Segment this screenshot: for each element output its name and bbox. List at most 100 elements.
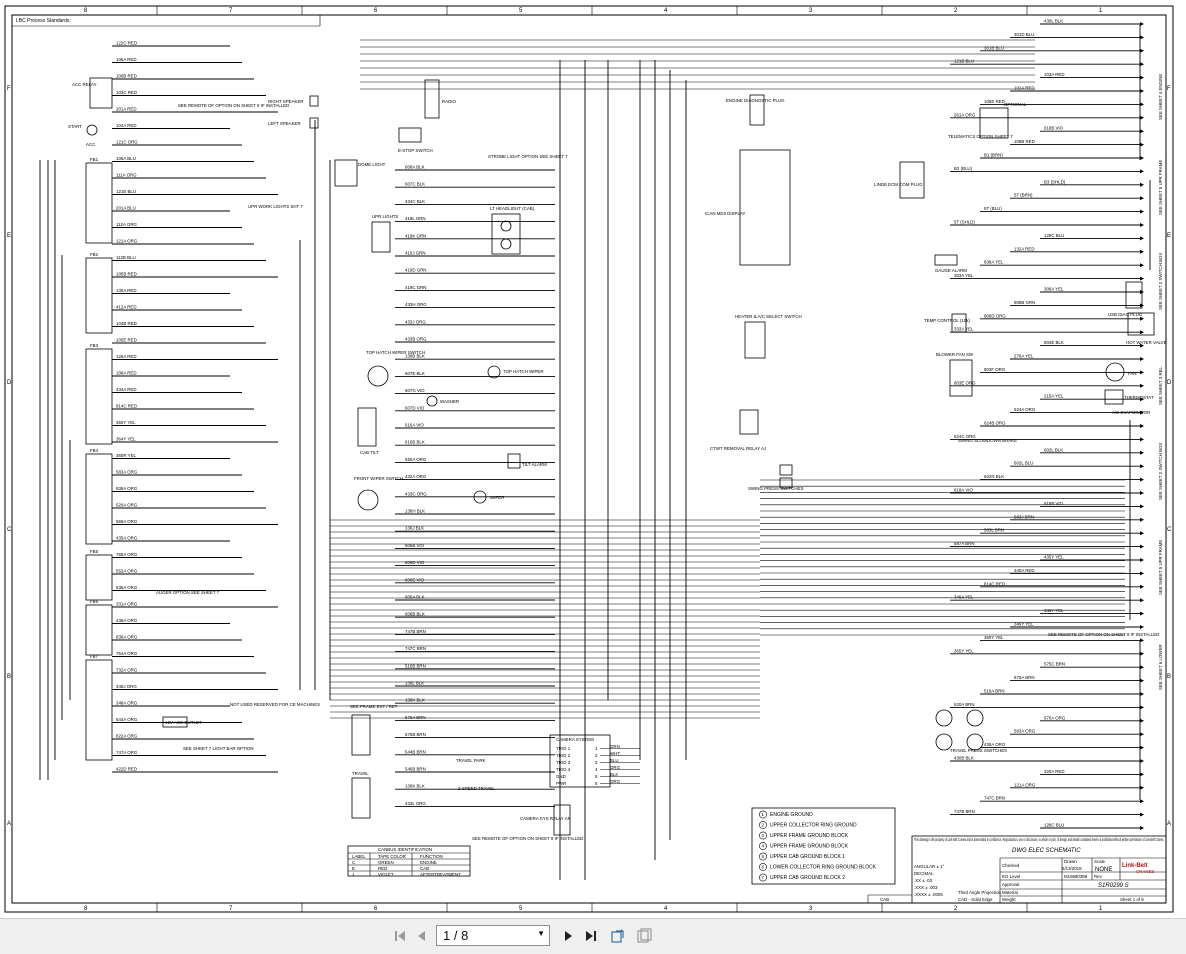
next-page-button[interactable] [560, 928, 576, 944]
acc-relay: ACC RELAY [72, 77, 113, 109]
canbus-cell: C [352, 860, 355, 865]
schematic-svg: LBC Process Standards: 8877665544332211 … [4, 5, 1174, 913]
svg-text:CAMERA SYSTEM: CAMERA SYSTEM [556, 737, 594, 742]
zone-column-label: 7 [229, 906, 233, 912]
ground-number: 3 [762, 833, 765, 838]
wire-label: 616B BLK [405, 440, 425, 445]
wire-label: 544B BRN [405, 749, 426, 754]
wire-label: 546B BRN [405, 767, 426, 772]
svg-text:HOT WATER VALVE: HOT WATER VALVE [1126, 340, 1167, 345]
wire-label: 122C RED [116, 41, 137, 46]
light-bar-option: SEE SHEET 7 LIGHT BAR OPTION [183, 746, 254, 751]
svg-text:.XX ± .03: .XX ± .03 [914, 878, 933, 883]
camera-pin-number: 4 [595, 767, 598, 772]
wire-arrow [1140, 504, 1144, 509]
wire-label: 360Y YEL [984, 635, 1004, 640]
wire-arrow [1140, 263, 1144, 268]
wire-label: 583A ORG [116, 470, 138, 475]
wire-arrow [1140, 611, 1144, 616]
ground-number-circle [759, 821, 767, 829]
engine-diagnostic-plug: ENGINE DIAGNOSTIC PLUG [726, 94, 785, 126]
wire-label: 419J GRN [405, 251, 426, 256]
wire-label: 303A YEL [954, 273, 974, 278]
wire-arrow [1140, 397, 1144, 402]
previous-page-icon [418, 931, 425, 941]
svg-text:2-SPEED TRAVEL: 2-SPEED TRAVEL [458, 786, 495, 791]
camera-pin-label: PWR [556, 781, 566, 786]
fuse-block-fb7: FB7 [85, 654, 113, 761]
wire-label: 5T (SHLD) [954, 220, 975, 225]
page-view-button[interactable] [636, 928, 652, 944]
wire-label: 602N BLK [984, 474, 1004, 479]
wire-label: 747C BRN [405, 646, 426, 651]
right-speaker: RIGHT SPEAKER [268, 95, 319, 107]
svg-text:THERMOSTAT: THERMOSTAT [1124, 395, 1154, 400]
wire-label: 346A YEL [954, 595, 974, 600]
svg-text:STROBE LIGHT OPTION SEE SHEET: STROBE LIGHT OPTION SEE SHEET 7 [488, 154, 568, 159]
wire-label: 552A ORG [116, 569, 138, 574]
wire-label: 836A ORG [116, 486, 138, 491]
svg-text:TEMP CONTROL (10k): TEMP CONTROL (10k) [924, 318, 970, 323]
wire-arrow [1140, 89, 1144, 93]
wire-label: 419C GRN [405, 285, 426, 290]
canbus-cell: J [352, 872, 354, 877]
drawn-date: 5/13/2019 [1062, 866, 1082, 871]
canbus-header: TAPE COLOR [378, 854, 406, 859]
telematics-option: TELEMATICS OPTION SHEET 7 OPTIONAL [948, 102, 1027, 139]
last-page-button[interactable] [583, 928, 599, 944]
lt-headlight: LT HEADLIGHT (CAB) [490, 206, 535, 255]
svg-text:SEE REMOTE OF OPTION ON SHEET: SEE REMOTE OF OPTION ON SHEET 8 IF INSTA… [472, 836, 583, 841]
camera-wire-color: BLK [610, 772, 618, 777]
scale-value: NONE [1095, 867, 1112, 873]
svg-text:Approval: Approval [1002, 882, 1019, 887]
wire-label: 808B GRN [1014, 300, 1035, 305]
wire-arrow [1140, 169, 1144, 174]
wire-arrow [1140, 316, 1144, 321]
rotate-page-button[interactable] [610, 928, 626, 944]
wire-label: 803F ORG [984, 367, 1006, 372]
svg-text:DECIMAL: DECIMAL [914, 871, 934, 876]
wire-arrow [1140, 544, 1144, 549]
svg-text:FAN: FAN [1128, 371, 1137, 376]
wire-label: 565A ORG [116, 519, 138, 524]
cab-label: CAB [880, 897, 889, 902]
drawing-title: DWG ELEC SCHEMATIC [1012, 848, 1081, 854]
svg-text:A/C EVAPORATOR: A/C EVAPORATOR [1112, 410, 1150, 415]
first-page-button[interactable] [392, 928, 408, 944]
wire-label: 765A ORG [116, 552, 138, 557]
first-page-icon [395, 931, 405, 941]
wire-arrow [1140, 692, 1144, 696]
wire-arrow [1140, 598, 1144, 603]
previous-page-button[interactable] [414, 928, 430, 944]
wire-arrow [1140, 531, 1144, 536]
zone-column-label: 2 [954, 8, 958, 14]
page-number-value: 1 / 8 [443, 928, 469, 943]
wire-label: 804E BLK [1044, 340, 1064, 345]
wire-arrow [1140, 343, 1144, 348]
standards-label: LBC Process Standards: [16, 18, 71, 24]
wire-label: 5T (BRN) [1014, 193, 1033, 198]
wire-arrow [1140, 330, 1144, 335]
svg-text:SWING PRESS SWITCHES: SWING PRESS SWITCHES [748, 486, 803, 491]
svg-text:ENGINE DIAGNOSTIC PLUG: ENGINE DIAGNOSTIC PLUG [726, 98, 785, 103]
canbus-cell: AFTERTREATMENT [420, 872, 461, 877]
wire-label: 301D BLU [1014, 32, 1034, 37]
page-number-select[interactable]: 1 / 8 ▼ [436, 925, 550, 946]
wire-label: 606A BLK [405, 595, 425, 600]
zone-row-label: D [1167, 380, 1172, 386]
zone-row-label: E [7, 233, 11, 239]
wire-label: 433L ORG [405, 801, 426, 806]
wire-label: 583J BRN [1014, 514, 1034, 519]
zone-row-label: F [1167, 86, 1171, 92]
wire-label: 136H BLK [405, 509, 425, 514]
camera-pin-number: 2 [595, 753, 598, 758]
tilt-alarm: TILT ALARM [507, 453, 547, 469]
wire-arrow [1140, 424, 1144, 428]
upr-lights: UPR LIGHTS [371, 214, 398, 253]
wire-arrow [1140, 665, 1144, 670]
auger-option: AUGER OPTION SEE SHEET 7 [156, 590, 220, 595]
zone-column-label: 8 [84, 906, 88, 912]
